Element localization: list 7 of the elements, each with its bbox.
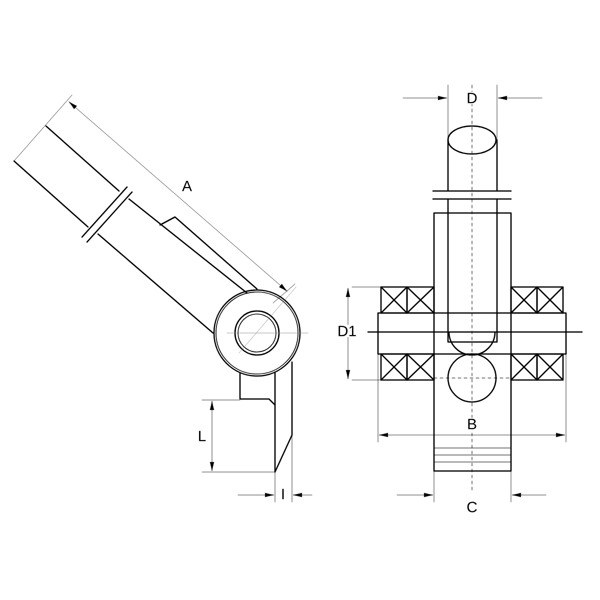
dimension-label: I bbox=[280, 488, 286, 500]
dimension-label: D1 bbox=[336, 324, 358, 338]
dimension-label: C bbox=[466, 500, 478, 514]
dimension-label: A bbox=[181, 180, 193, 192]
dimension-label: D bbox=[466, 92, 478, 104]
dimension-label: B bbox=[466, 418, 478, 430]
dimension-label: L bbox=[196, 430, 208, 442]
